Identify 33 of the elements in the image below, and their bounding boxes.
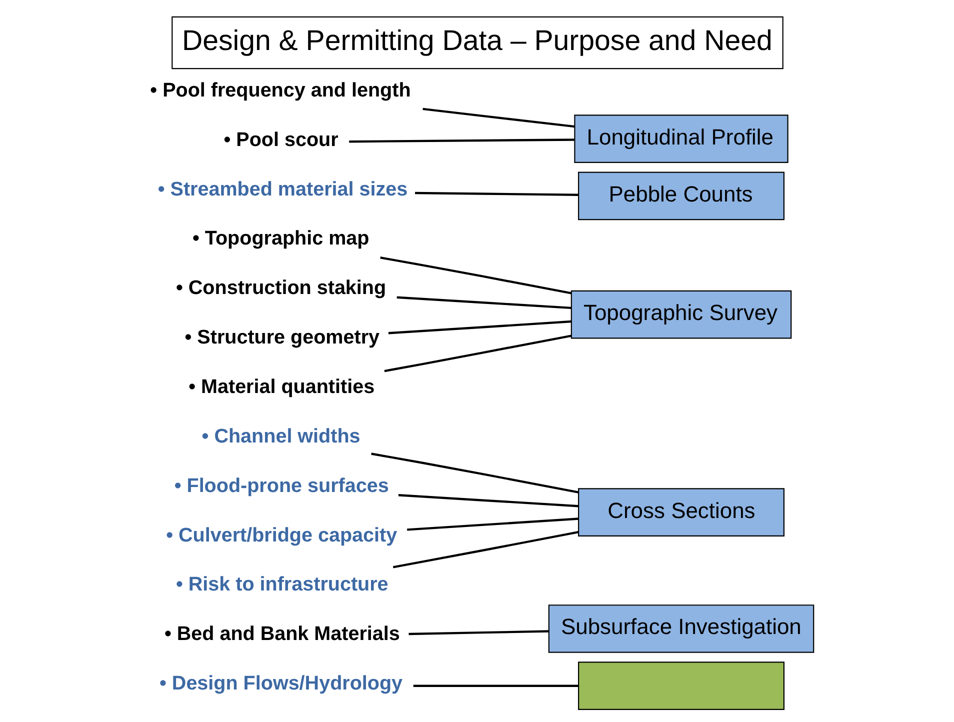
connector	[412, 684, 578, 687]
connector	[370, 452, 578, 494]
node-text: • Streambed material sizes	[157, 178, 408, 200]
node-text: • Pool scour	[223, 128, 338, 151]
node-box: Longitudinal Profile	[574, 114, 788, 164]
connector	[380, 256, 571, 294]
connector	[422, 108, 574, 128]
connector	[348, 138, 574, 143]
node-text: • Topographic map	[192, 228, 369, 250]
node-box: Cross Sections	[578, 488, 784, 536]
node-text: • Material quantities	[188, 376, 374, 398]
connector	[408, 630, 548, 636]
connector	[384, 334, 571, 372]
connector	[392, 531, 578, 568]
node-box: Topographic Survey	[570, 290, 792, 339]
node-text: • Structure geometry	[184, 326, 380, 349]
node-text: • Construction staking	[175, 277, 386, 300]
node-box: Subsurface Investigation	[548, 604, 814, 653]
connector	[396, 296, 571, 310]
connector	[406, 518, 578, 531]
node-text: • Bed and Bank Materials	[164, 623, 400, 646]
node-text: • Risk to infrastructure	[175, 574, 388, 596]
node-text: • Channel widths	[201, 425, 360, 448]
node-text: • Flood-prone surfaces	[174, 474, 388, 497]
node-text: • Pool frequency and length	[150, 79, 410, 102]
node-box: Pebble Counts	[578, 172, 784, 220]
connector	[414, 192, 578, 196]
connector	[388, 320, 571, 334]
node-box	[578, 662, 784, 710]
connector	[398, 494, 578, 508]
node-text: • Culvert/bridge capacity	[166, 524, 397, 546]
node-text: • Design Flows/Hydrology	[159, 672, 402, 695]
diagram-title: Design & Permitting Data – Purpose and Need	[182, 25, 772, 58]
